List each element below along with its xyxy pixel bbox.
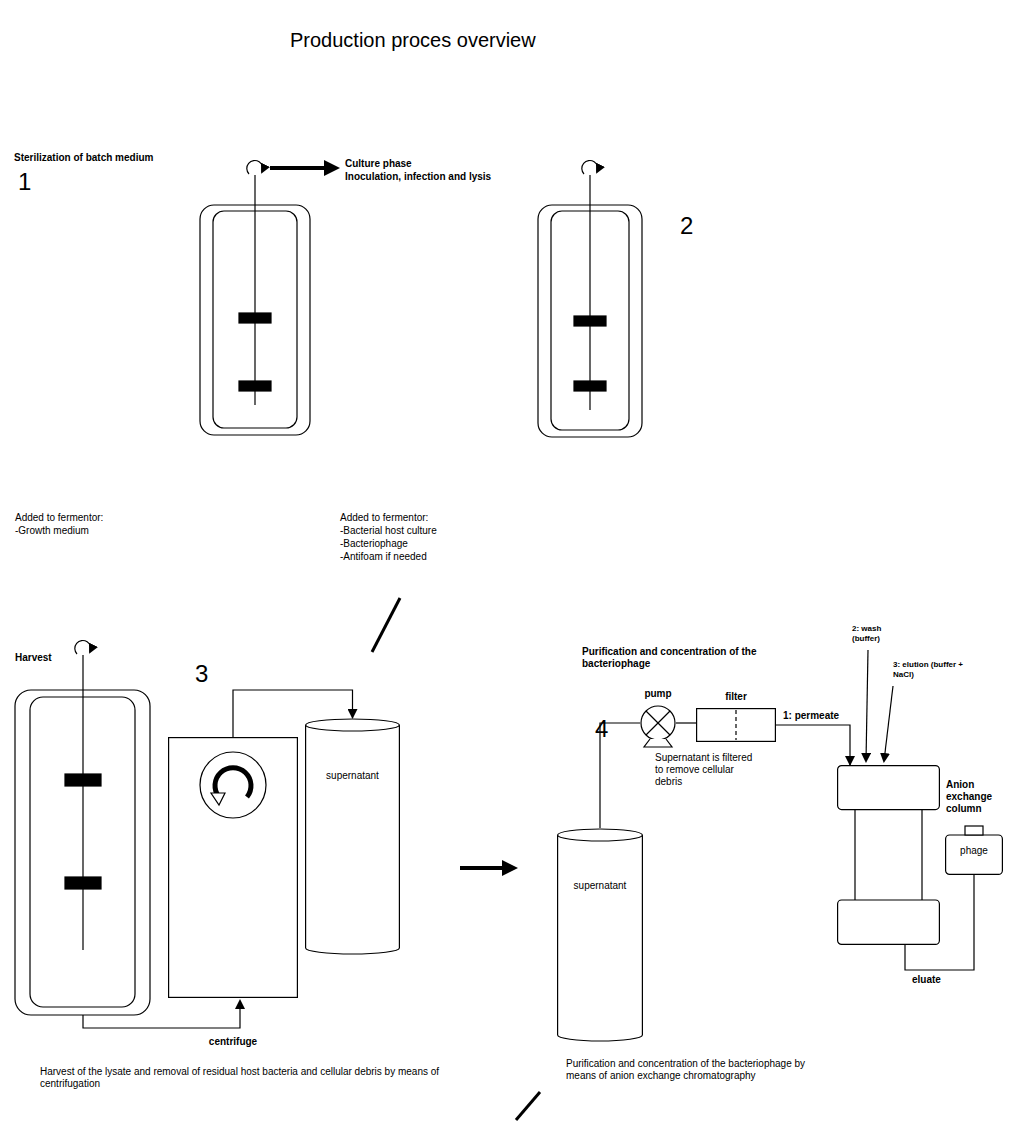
node-label: supernatant (305, 770, 400, 782)
pump: pump (640, 705, 676, 741)
cyl-outline (305, 718, 400, 955)
node-label: filter (686, 691, 786, 703)
anion-exchange-column: Anion exchange column (837, 765, 940, 945)
pipe-connector (776, 725, 850, 765)
pipe-connector (676, 722, 696, 723)
fermentor (200, 160, 310, 435)
node-label: phage (945, 845, 1003, 857)
centrifuge-outline (168, 737, 298, 998)
supernatant-tank: supernatant (305, 718, 400, 955)
centrifuge: centrifuge (168, 737, 298, 998)
stage-arrow (372, 598, 400, 652)
note: Added to fermentor: (340, 512, 428, 524)
node-label: pump (630, 688, 686, 700)
filter: filter (696, 708, 776, 742)
stage-number: 1 (18, 168, 31, 197)
pump-outline (640, 705, 676, 741)
note: -Antifoam if needed (340, 551, 427, 563)
node-label: supernatant (557, 880, 643, 892)
stage-arrow (516, 1092, 540, 1120)
phage-bottle: phage (945, 825, 1003, 875)
edge-label: eluate (911, 974, 942, 986)
leader-arrow (884, 686, 893, 761)
stage-heading: Culture phase (345, 158, 412, 170)
stage-heading: Harvest (15, 652, 52, 664)
stage-number: 4 (595, 715, 608, 744)
stage-heading: Sterilization of batch medium (14, 152, 153, 164)
stage-number: 2 (680, 212, 693, 241)
column-outline (837, 765, 940, 945)
stage-heading: Inoculation, infection and lysis (345, 171, 491, 183)
pipe (83, 1001, 240, 1028)
description: Purification and concentration of the ba… (566, 1058, 806, 1082)
note: -Growth medium (15, 525, 89, 537)
supernatant-tank: supernatant (557, 828, 643, 1042)
note: Added to fermentor: (15, 512, 103, 524)
cyl-outline (557, 828, 643, 1042)
fermentor (15, 640, 150, 1015)
fermentor (538, 160, 642, 437)
node-label: Anion exchange column (946, 779, 1008, 815)
stage-arrow (270, 166, 336, 170)
edge-label: 1: permeate (782, 710, 840, 722)
leader-arrow (866, 650, 868, 761)
input-label: 3: elution (buffer + NaCl) (893, 660, 963, 679)
note: -Bacterial host culture (340, 525, 437, 537)
stage-arrow (460, 866, 514, 870)
description: Harvest of the lysate and removal of res… (40, 1066, 480, 1090)
note: Supernatant is filtered to remove cellul… (655, 752, 755, 788)
stage-number: 3 (195, 660, 208, 689)
node-label: centrifuge (168, 1036, 298, 1048)
filter-outline (696, 708, 776, 742)
stage-heading: Purification and concentration of the ba… (582, 646, 822, 670)
note: -Bacteriophage (340, 538, 408, 550)
input-label: 2: wash (buffer) (852, 624, 898, 643)
title: Production proces overview (290, 28, 536, 52)
